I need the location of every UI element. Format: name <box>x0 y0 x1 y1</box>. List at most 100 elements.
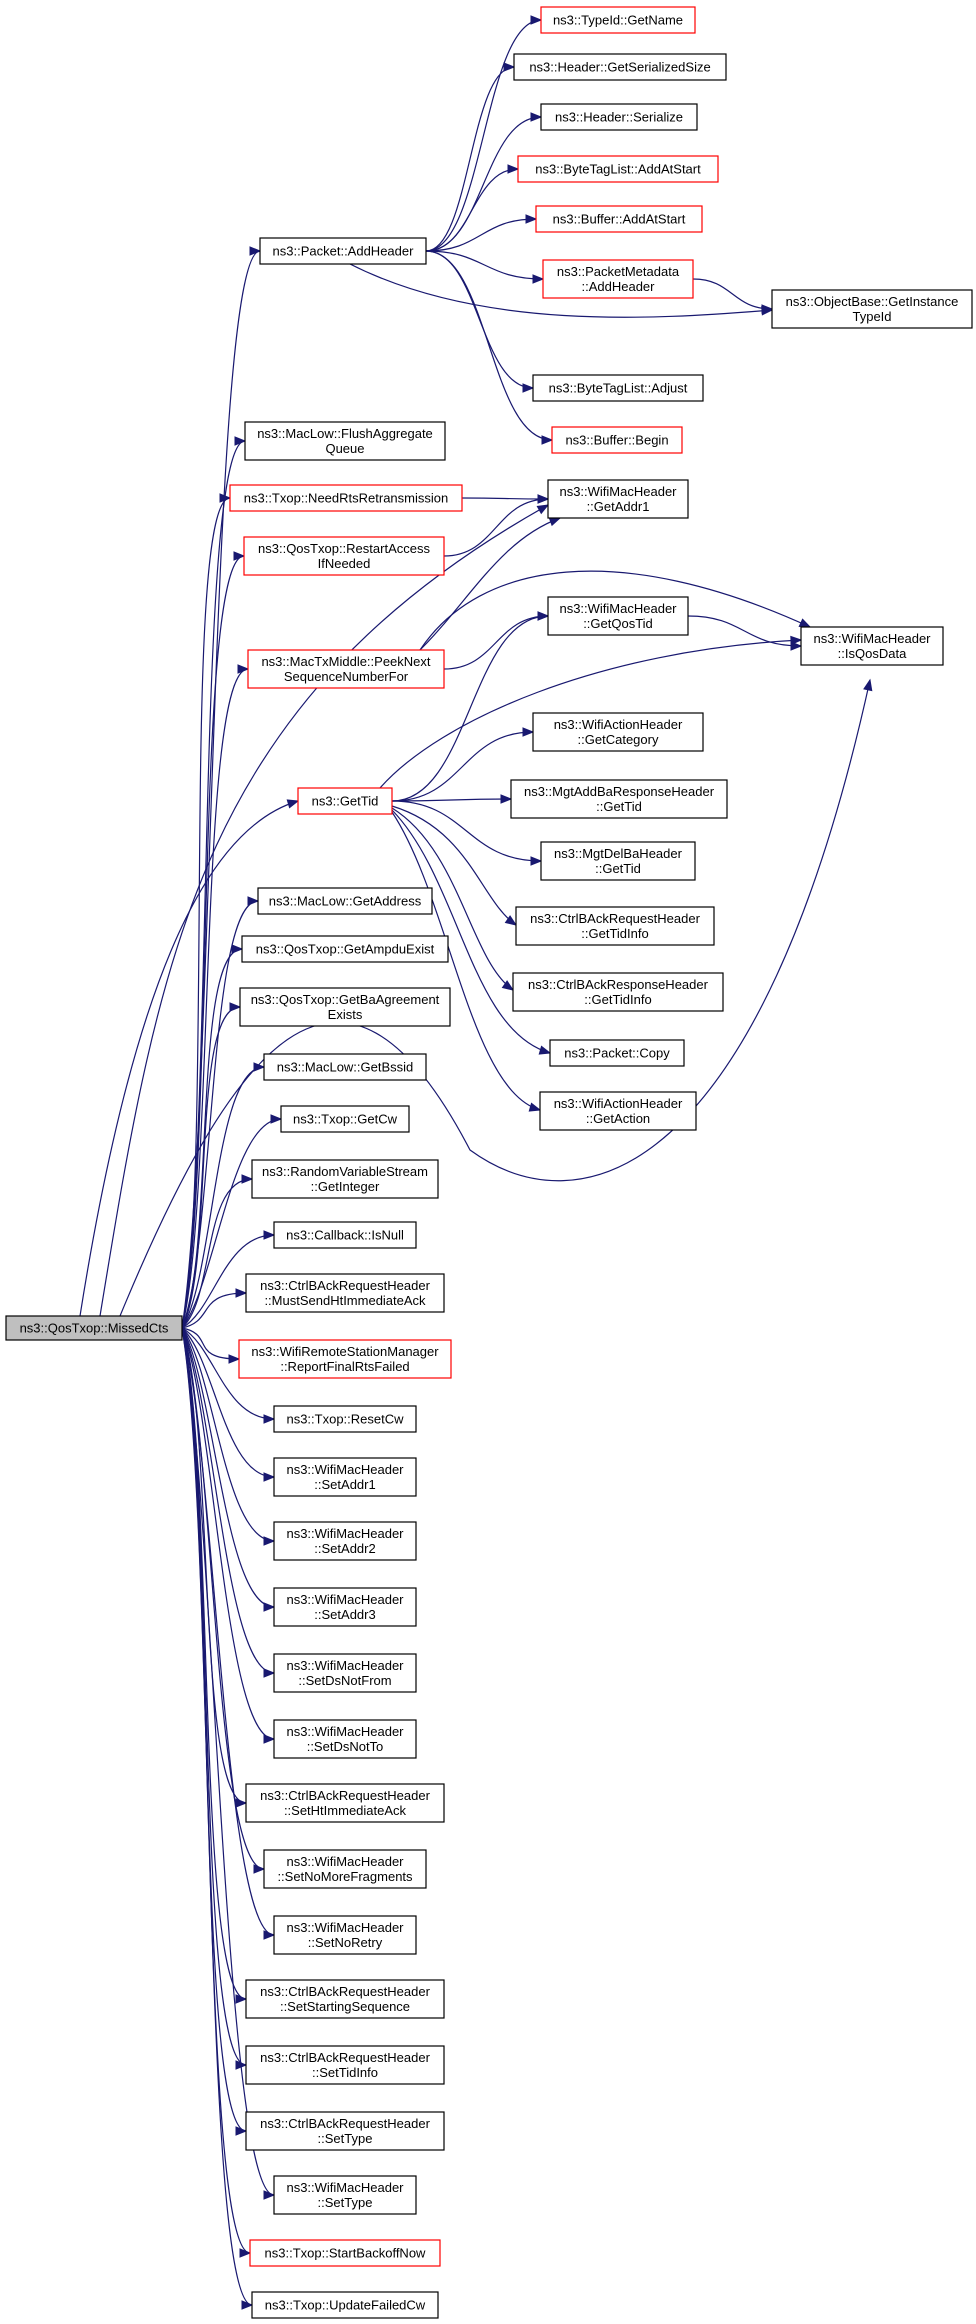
node-box[interactable] <box>238 1339 452 1379</box>
node-box[interactable] <box>542 259 694 299</box>
node-packet-addheader[interactable]: ns3::Packet::AddHeader <box>259 237 427 265</box>
node-box[interactable] <box>251 2291 439 2319</box>
node-wifimacheader-setnomorefragments[interactable]: ns3::WifiMacHeader::SetNoMoreFragments <box>263 1849 427 1889</box>
node-box[interactable] <box>512 972 724 1012</box>
node-box[interactable] <box>297 787 393 815</box>
node-ctrlbackrequestheader-mustsendhtimmediateack[interactable]: ns3::CtrlBAckRequestHeader::MustSendHtIm… <box>245 1273 445 1313</box>
node-qostxop-getampduexist[interactable]: ns3::QosTxop::GetAmpduExist <box>241 935 449 963</box>
node-buffer-begin[interactable]: ns3::Buffer::Begin <box>551 426 683 454</box>
edge-root-to-mactxmiddle_peeknextsequencenumberfor <box>181 664 250 1329</box>
node-txop-getcw[interactable]: ns3::Txop::GetCw <box>280 1105 410 1133</box>
node-maclow-getbssid[interactable]: ns3::MacLow::GetBssid <box>263 1053 427 1081</box>
node-box[interactable] <box>257 887 433 915</box>
node-maclow-getaddress[interactable]: ns3::MacLow::GetAddress <box>257 887 433 915</box>
node-box[interactable] <box>273 1405 417 1433</box>
node-box[interactable] <box>263 1849 427 1889</box>
node-label: ns3::MacLow::GetBssid <box>277 1059 414 1074</box>
node-box[interactable] <box>513 53 727 81</box>
node-box[interactable] <box>273 1915 417 1955</box>
node-wifimacheader-isqosdata[interactable]: ns3::WifiMacHeader::IsQosData <box>800 626 944 666</box>
node-wifimacheader-setaddr2[interactable]: ns3::WifiMacHeader::SetAddr2 <box>273 1521 417 1561</box>
node-box[interactable] <box>273 1221 417 1249</box>
node-box[interactable] <box>245 1979 445 2019</box>
node-box[interactable] <box>547 479 689 519</box>
node-box[interactable] <box>273 1653 417 1693</box>
node-wifiactionheader-getcategory[interactable]: ns3::WifiActionHeader::GetCategory <box>532 712 704 752</box>
node-box[interactable] <box>771 289 973 329</box>
node-randomvariablestream-getinteger[interactable]: ns3::RandomVariableStream::GetInteger <box>251 1159 439 1199</box>
node-box[interactable] <box>539 1091 697 1131</box>
node-typeid-getname[interactable]: ns3::TypeId::GetName <box>540 6 696 34</box>
node-box[interactable] <box>547 596 689 636</box>
node-ctrlbackrequestheader-settidinfo[interactable]: ns3::CtrlBAckRequestHeader::SetTidInfo <box>245 2045 445 2085</box>
node-wifimacheader-setnoretry[interactable]: ns3::WifiMacHeader::SetNoRetry <box>273 1915 417 1955</box>
node-box[interactable] <box>280 1105 410 1133</box>
node-bytetaglist-addatstart[interactable]: ns3::ByteTagList::AddAtStart <box>517 155 719 183</box>
node-box[interactable] <box>273 1719 417 1759</box>
node-box[interactable] <box>244 421 446 461</box>
node-box[interactable] <box>239 987 451 1027</box>
node-txop-startbackoffnow[interactable]: ns3::Txop::StartBackoffNow <box>249 2239 441 2267</box>
node-box[interactable] <box>245 1783 445 1823</box>
node-box[interactable] <box>259 237 427 265</box>
node-box[interactable] <box>229 484 463 512</box>
node-box[interactable] <box>243 536 445 576</box>
node-box[interactable] <box>510 779 728 819</box>
node-box[interactable] <box>273 1521 417 1561</box>
node-ctrlbackrequestheader-settype[interactable]: ns3::CtrlBAckRequestHeader::SetType <box>245 2111 445 2151</box>
node-wifimacheader-setdsnotfrom[interactable]: ns3::WifiMacHeader::SetDsNotFrom <box>273 1653 417 1693</box>
node-box[interactable] <box>241 935 449 963</box>
node-box[interactable] <box>251 1159 439 1199</box>
node-box[interactable] <box>515 906 715 946</box>
node-box[interactable] <box>273 1457 417 1497</box>
node-packet-copy[interactable]: ns3::Packet::Copy <box>549 1039 685 1067</box>
node-ctrlbackrequestheader-gettidinfo[interactable]: ns3::CtrlBAckRequestHeader::GetTidInfo <box>515 906 715 946</box>
node-box[interactable] <box>540 6 696 34</box>
node-mgtdelbaheader-gettid[interactable]: ns3::MgtDelBaHeader::GetTid <box>540 841 696 881</box>
node-box[interactable] <box>273 1587 417 1627</box>
node-box[interactable] <box>540 103 698 131</box>
node-box[interactable] <box>532 712 704 752</box>
node-wifimacheader-getaddr1[interactable]: ns3::WifiMacHeader::GetAddr1 <box>547 479 689 519</box>
node-callback-isnull[interactable]: ns3::Callback::IsNull <box>273 1221 417 1249</box>
node-ctrlbackresponseheader-gettidinfo[interactable]: ns3::CtrlBAckResponseHeader::GetTidInfo <box>512 972 724 1012</box>
node-packetmetadata-addheader[interactable]: ns3::PacketMetadata::AddHeader <box>542 259 694 299</box>
node-wifiactionheader-getaction[interactable]: ns3::WifiActionHeader::GetAction <box>539 1091 697 1131</box>
node-wifimacheader-getqostid[interactable]: ns3::WifiMacHeader::GetQosTid <box>547 596 689 636</box>
node-box[interactable] <box>532 374 704 402</box>
node-txop-needrtsretransmission[interactable]: ns3::Txop::NeedRtsRetransmission <box>229 484 463 512</box>
node-box[interactable] <box>517 155 719 183</box>
node-wifimacheader-setdsnotto[interactable]: ns3::WifiMacHeader::SetDsNotTo <box>273 1719 417 1759</box>
node-buffer-addatstart[interactable]: ns3::Buffer::AddAtStart <box>535 205 703 233</box>
node-box[interactable] <box>273 2175 417 2215</box>
node-wifimacheader-setaddr1[interactable]: ns3::WifiMacHeader::SetAddr1 <box>273 1457 417 1497</box>
node-box[interactable] <box>245 2045 445 2085</box>
node-box[interactable] <box>551 426 683 454</box>
node-box[interactable] <box>263 1053 427 1081</box>
node-box[interactable] <box>249 2239 441 2267</box>
node-ctrlbackrequestheader-sethtimmediateack[interactable]: ns3::CtrlBAckRequestHeader::SetHtImmedia… <box>245 1783 445 1823</box>
node-box[interactable] <box>549 1039 685 1067</box>
node-box[interactable] <box>247 649 445 689</box>
node-bytetaglist-adjust[interactable]: ns3::ByteTagList::Adjust <box>532 374 704 402</box>
node-box[interactable] <box>540 841 696 881</box>
node-mactxmiddle-peeknextsequencenumberfor[interactable]: ns3::MacTxMiddle::PeekNextSequenceNumber… <box>247 649 445 689</box>
node-box[interactable] <box>800 626 944 666</box>
node-box[interactable] <box>535 205 703 233</box>
node-txop-updatefailedcw[interactable]: ns3::Txop::UpdateFailedCw <box>251 2291 439 2319</box>
node-gettid[interactable]: ns3::GetTid <box>297 787 393 815</box>
node-wifiremotestationmanager-reportfinalrtsfailed[interactable]: ns3::WifiRemoteStationManager::ReportFin… <box>238 1339 452 1379</box>
node-wifimacheader-settype[interactable]: ns3::WifiMacHeader::SetType <box>273 2175 417 2215</box>
node-wifimacheader-setaddr3[interactable]: ns3::WifiMacHeader::SetAddr3 <box>273 1587 417 1627</box>
node-ctrlbackrequestheader-setstartingsequence[interactable]: ns3::CtrlBAckRequestHeader::SetStartingS… <box>245 1979 445 2019</box>
node-txop-resetcw[interactable]: ns3::Txop::ResetCw <box>273 1405 417 1433</box>
node-header-getserializedsize[interactable]: ns3::Header::GetSerializedSize <box>513 53 727 81</box>
node-header-serialize[interactable]: ns3::Header::Serialize <box>540 103 698 131</box>
node-box[interactable] <box>245 2111 445 2151</box>
node-mgtaddbaresponseheader-gettid[interactable]: ns3::MgtAddBaResponseHeader::GetTid <box>510 779 728 819</box>
node-box[interactable] <box>245 1273 445 1313</box>
